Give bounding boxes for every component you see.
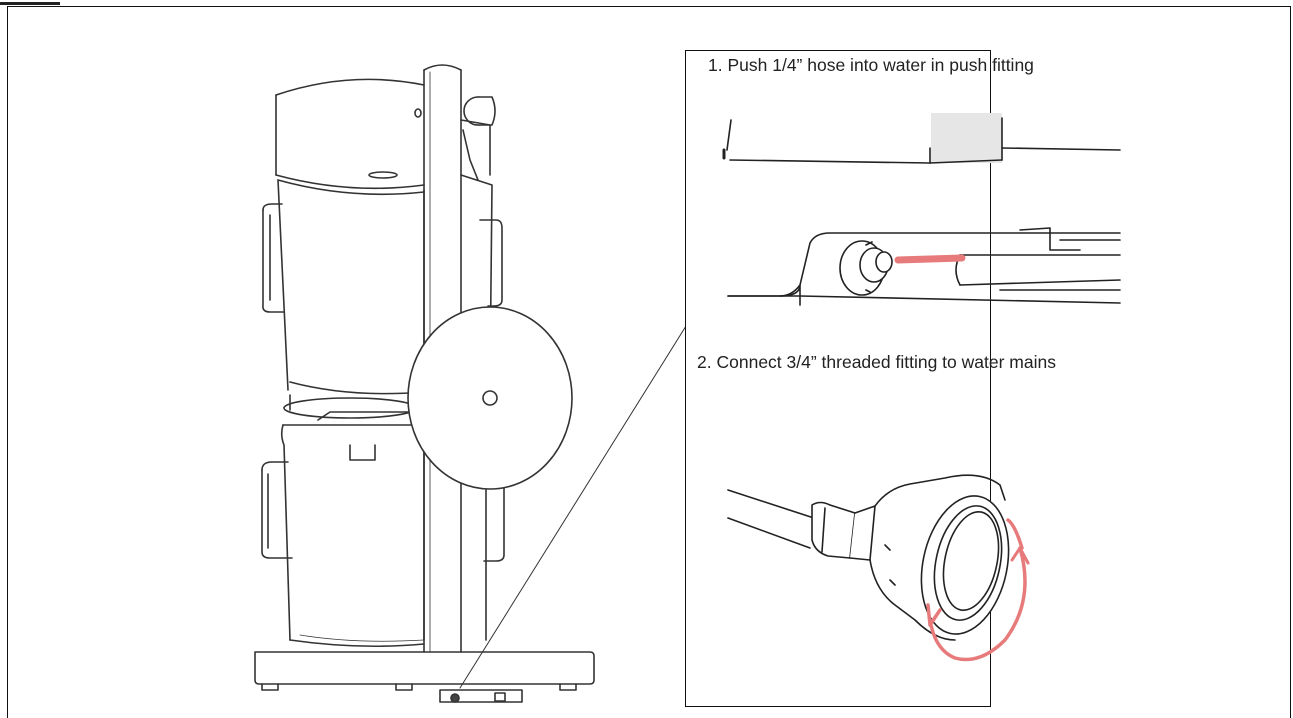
header-strip — [0, 0, 120, 6]
top-knob — [414, 96, 496, 181]
base-plate — [254, 651, 595, 703]
step-1-number: 1. — [708, 55, 723, 75]
step-2-text: Connect 3/4” threaded fitting to water m… — [716, 352, 1056, 372]
step-2-instruction: 2. Connect 3/4” threaded fitting to wate… — [697, 352, 1127, 373]
push-fitting-top-edge — [722, 113, 1121, 164]
threaded-fitting-detail — [727, 474, 1030, 662]
machine-illustration — [254, 64, 687, 703]
figure-frame — [7, 6, 1291, 718]
step-1-text: Push 1/4” hose into water in push fittin… — [727, 55, 1034, 75]
push-fitting-detail — [727, 227, 1121, 306]
wheel-disc — [407, 306, 573, 490]
upper-lid — [275, 78, 491, 190]
step-1-instruction: 1. Push 1/4” hose into water in push fit… — [708, 55, 1108, 76]
step-2-number: 2. — [697, 352, 712, 372]
